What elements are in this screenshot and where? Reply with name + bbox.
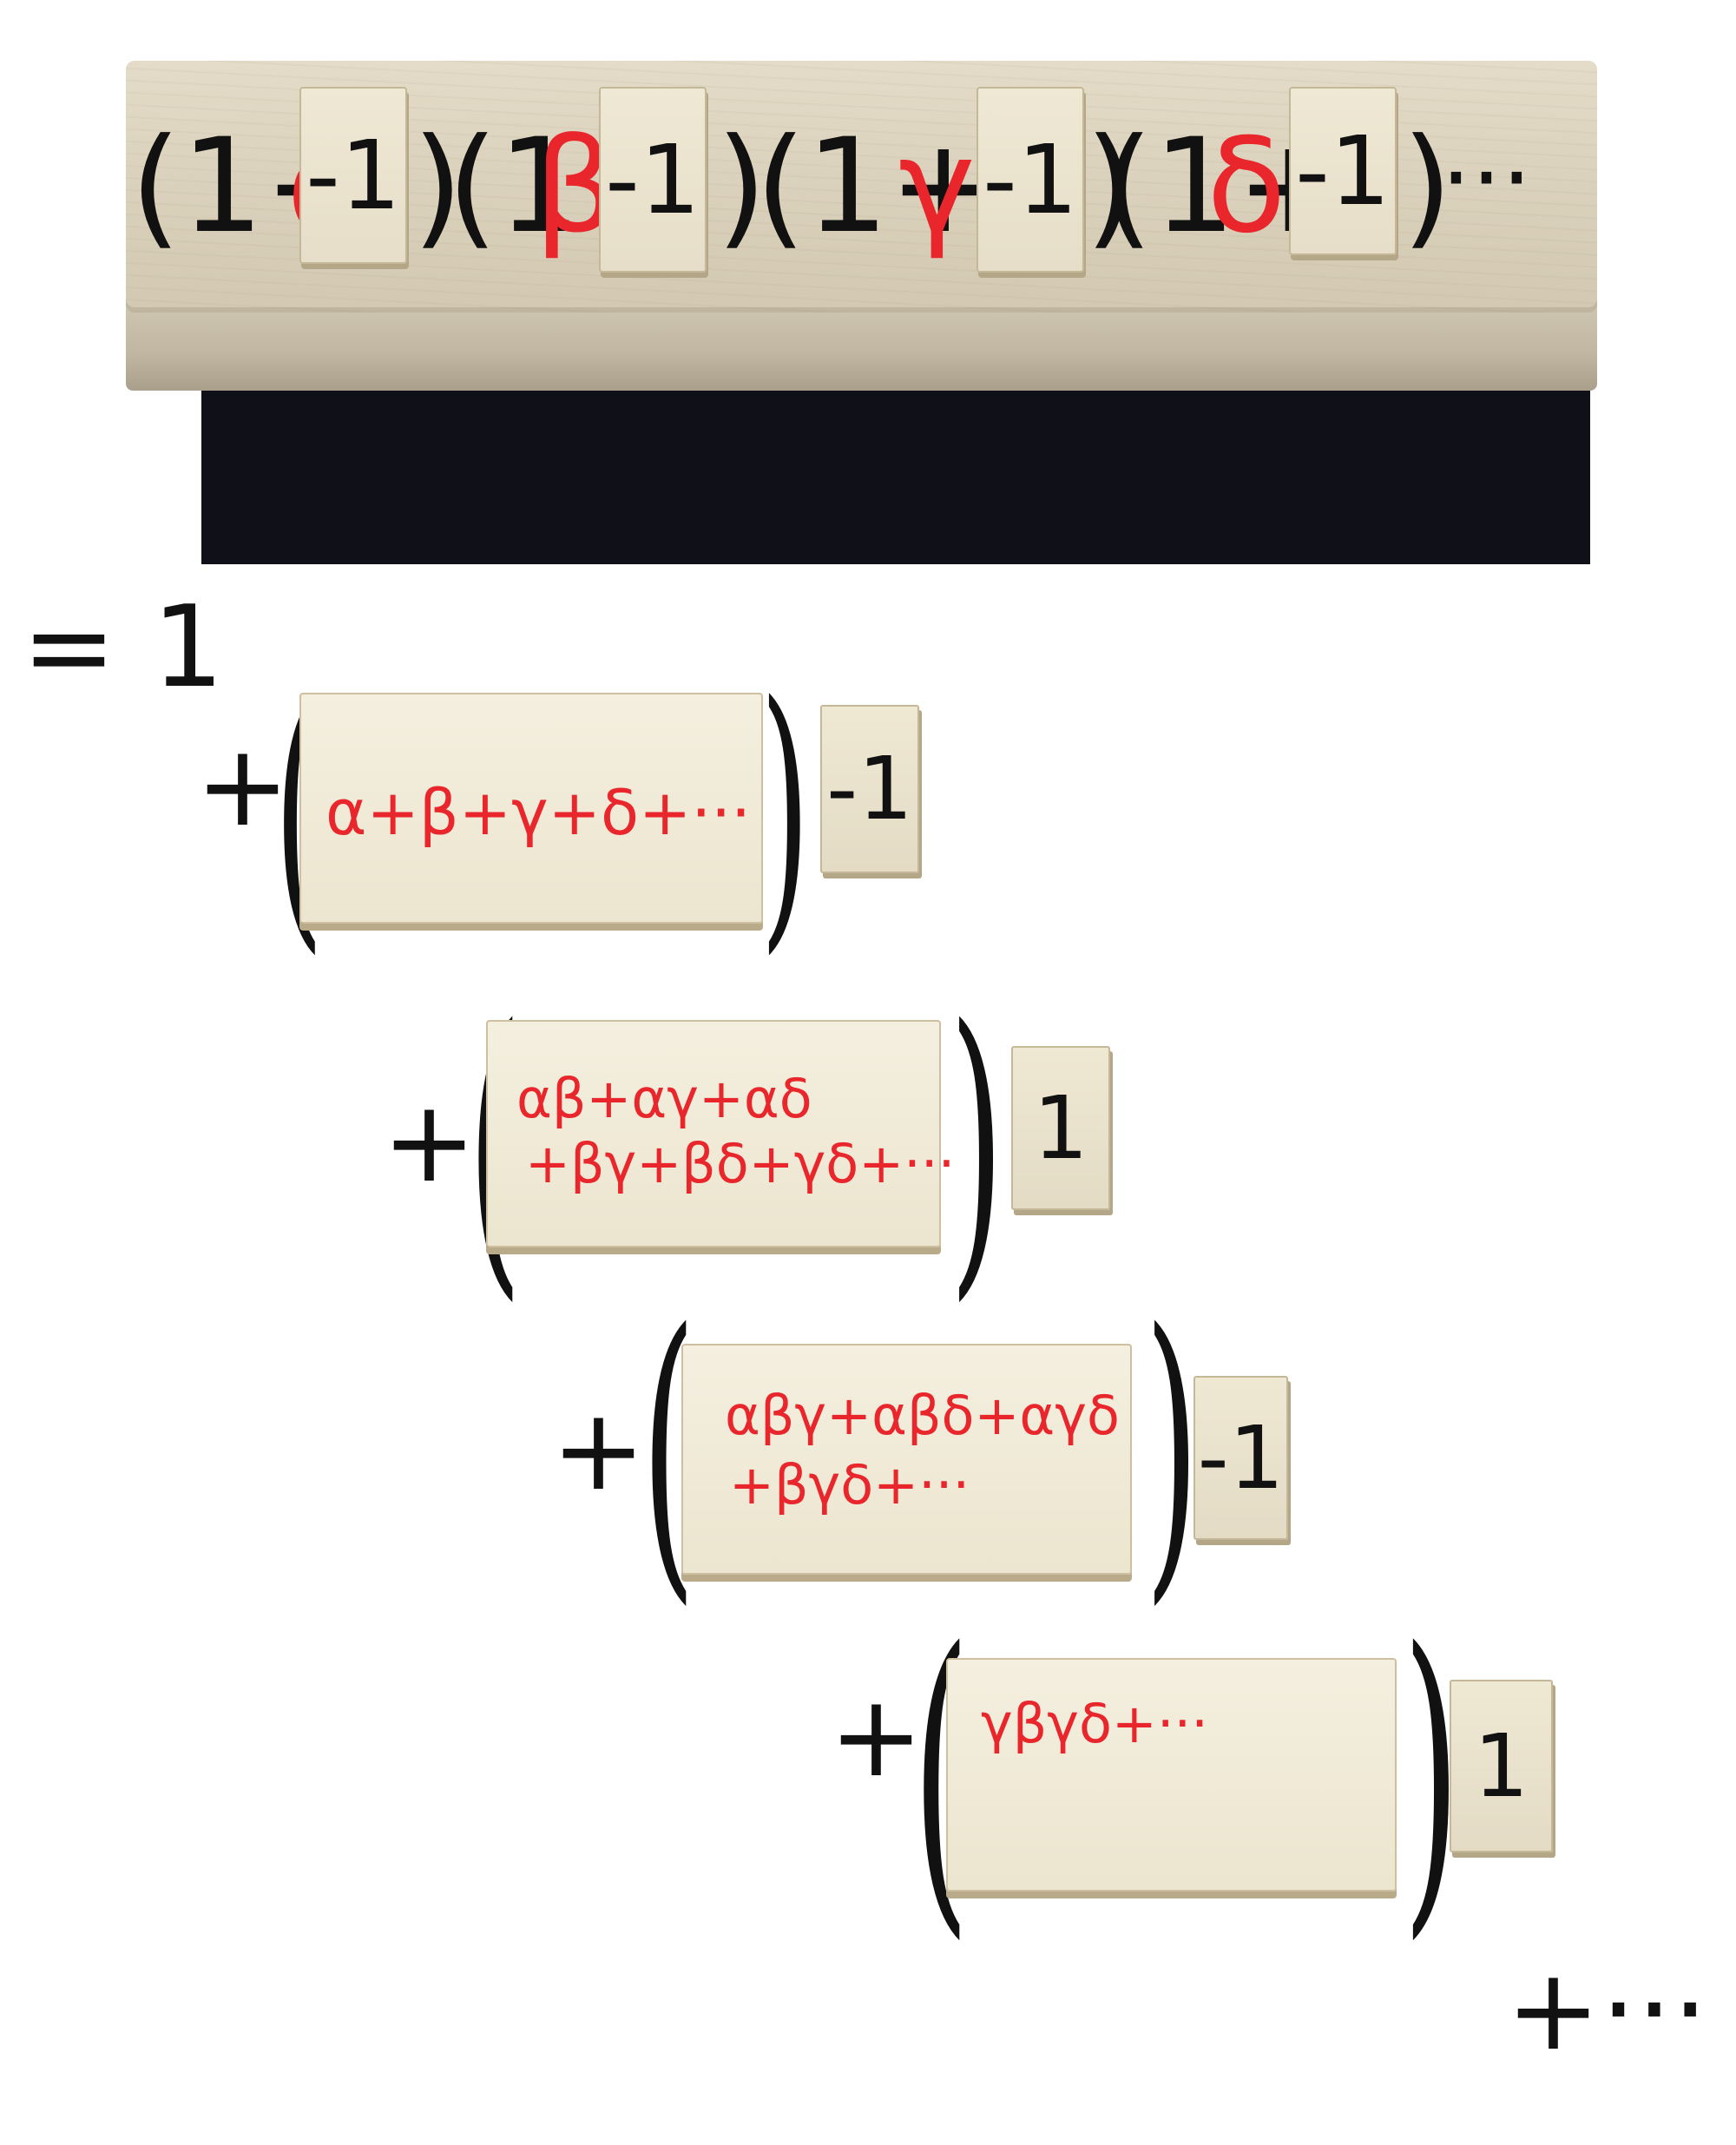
row-3-close-paren: ) <box>1144 1267 1200 1631</box>
row-3-plus: + <box>551 1384 646 1516</box>
row-2-card[interactable] <box>486 1020 941 1247</box>
row-2-close-paren: ) <box>949 964 1004 1327</box>
row-4-plus: + <box>829 1670 924 1802</box>
factor-2-sign: -1 <box>605 124 700 235</box>
factor-3-var: γ <box>898 111 976 262</box>
row-1-sign-tile[interactable]: -1 <box>820 705 919 873</box>
factor-1-sign-tile[interactable]: -1 <box>299 87 407 264</box>
block-ellipsis: ··· <box>1441 122 1532 234</box>
factor-3-open: (1+ <box>755 111 998 262</box>
factor-4-close: ) <box>1402 111 1453 262</box>
factor-4-sign: -1 <box>1295 115 1391 227</box>
factor-4-var: δ <box>1207 111 1286 262</box>
factor-1-close: ) <box>412 111 464 262</box>
row-3-line-1: αβγ+αβδ+αγδ <box>725 1384 1120 1447</box>
row-1-line-1: α+β+γ+δ+··· <box>326 776 752 849</box>
row-1-card[interactable] <box>299 693 763 924</box>
factor-3-sign: -1 <box>983 124 1078 235</box>
row-3-card[interactable] <box>681 1344 1132 1575</box>
row-2-sign: 1 <box>1033 1076 1088 1179</box>
row-3-sign-tile[interactable]: -1 <box>1194 1376 1288 1540</box>
row-4-sign: 1 <box>1473 1714 1529 1817</box>
row-1-sign: -1 <box>826 738 913 839</box>
row-4-sign-tile[interactable]: 1 <box>1450 1680 1553 1852</box>
row-3-sign: -1 <box>1197 1406 1285 1509</box>
factor-1-sign: -1 <box>306 120 401 231</box>
row-2-sign-tile[interactable]: 1 <box>1011 1046 1110 1210</box>
series-tail: +··· <box>1506 1944 1708 2076</box>
row-2-line-2: +βγ+βδ+γδ+··· <box>525 1132 956 1195</box>
row-3-line-2: +βγδ+··· <box>729 1453 970 1517</box>
row-4-line-1: γβγδ+··· <box>981 1692 1208 1755</box>
factor-2-close: ) <box>716 111 767 262</box>
block-lower-edge <box>126 304 1597 391</box>
block-shadow <box>201 382 1590 564</box>
factor-3-close: ) <box>1085 111 1136 262</box>
row-4-card[interactable] <box>946 1658 1397 1892</box>
row-2-line-1: αβ+αγ+αδ <box>516 1067 812 1130</box>
row-1-close-paren: ) <box>760 645 811 978</box>
factor-4-sign-tile[interactable]: -1 <box>1289 87 1397 255</box>
row-2-plus: + <box>382 1076 477 1207</box>
equals-one: = 1 <box>22 581 224 713</box>
row-1-plus: + <box>195 720 290 852</box>
factor-2-sign-tile[interactable]: -1 <box>599 87 707 273</box>
factor-3-sign-tile[interactable]: -1 <box>976 87 1084 273</box>
